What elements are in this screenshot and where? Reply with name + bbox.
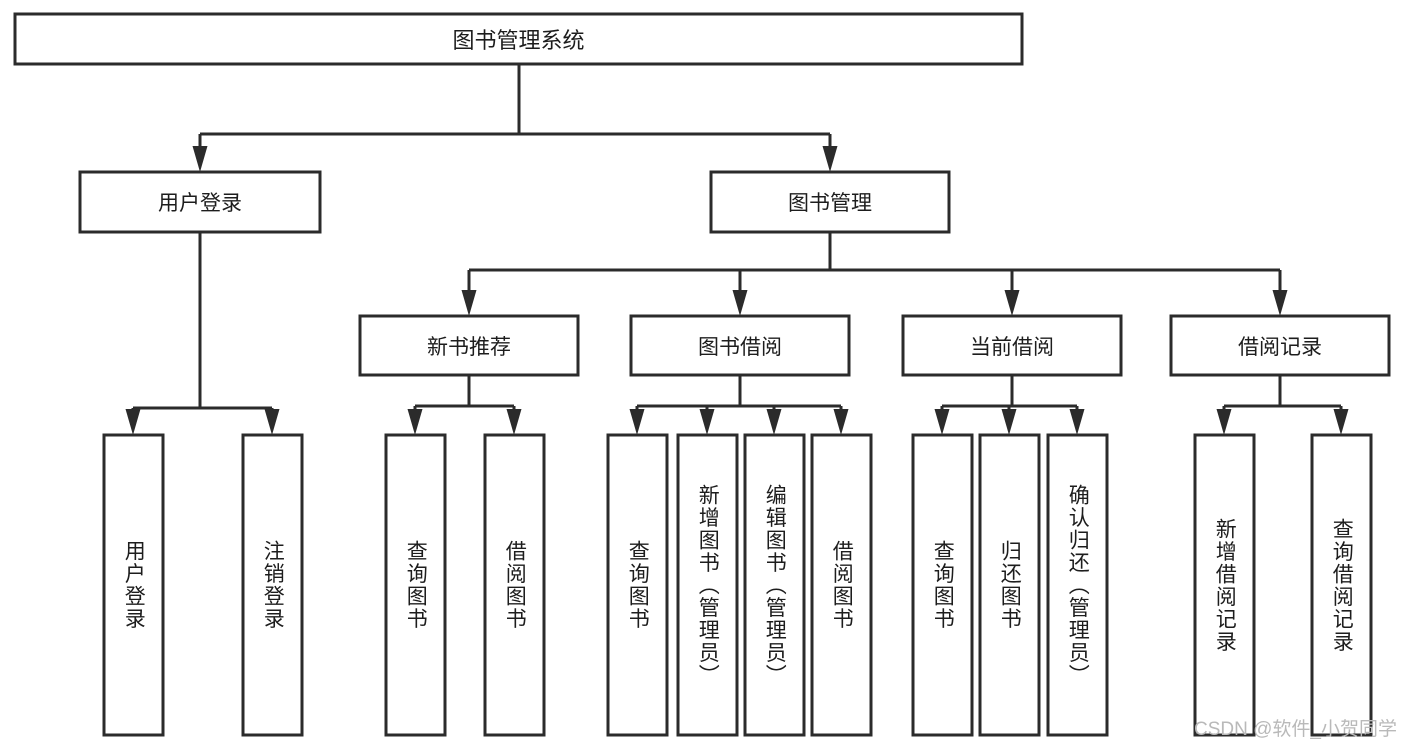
node-box-book-borrow[interactable] [629,314,851,377]
arrow-head-icon [407,409,423,435]
connectors-layer [125,64,1349,435]
arrow-head-icon [1001,409,1017,435]
arrow-head-icon [192,146,208,172]
node-box-leaf-confirm-return[interactable] [1046,433,1109,737]
node-box-borrow-record[interactable] [1169,314,1391,377]
node-box-leaf-logout[interactable] [241,433,304,737]
arrow-head-icon [461,290,477,316]
arrow-head-icon [629,409,645,435]
node-box-leaf-edit-book[interactable] [743,433,806,737]
arrow-head-icon [822,146,838,172]
node-box-leaf-query-book-1[interactable] [384,433,447,737]
node-box-leaf-query-book-3[interactable] [911,433,974,737]
node-box-leaf-add-book[interactable] [676,433,739,737]
arrow-head-icon [506,409,522,435]
arrow-head-icon [766,409,782,435]
arrow-head-icon [1272,290,1288,316]
node-box-leaf-query-book-2[interactable] [606,433,669,737]
node-box-leaf-return-book[interactable] [978,433,1041,737]
node-box-leaf-borrow-book-1[interactable] [483,433,546,737]
arrow-head-icon [125,409,141,435]
arrow-head-icon [1069,409,1085,435]
node-box-leaf-add-record[interactable] [1193,433,1256,737]
node-box-user-login[interactable] [78,170,322,234]
node-box-leaf-borrow-book-2[interactable] [810,433,873,737]
node-box-book-manage[interactable] [709,170,951,234]
arrow-head-icon [264,409,280,435]
node-box-leaf-user-login[interactable] [102,433,165,737]
arrow-head-icon [1333,409,1349,435]
arrow-head-icon [1004,290,1020,316]
node-box-new-book-rec[interactable] [358,314,580,377]
node-box-leaf-query-record[interactable] [1310,433,1373,737]
arrow-head-icon [699,409,715,435]
arrow-head-icon [1216,409,1232,435]
node-box-root[interactable] [13,12,1024,66]
arrow-head-icon [732,290,748,316]
node-boxes-layer [13,12,1391,737]
node-box-current-borrow[interactable] [901,314,1123,377]
arrow-head-icon [833,409,849,435]
arrow-head-icon [934,409,950,435]
